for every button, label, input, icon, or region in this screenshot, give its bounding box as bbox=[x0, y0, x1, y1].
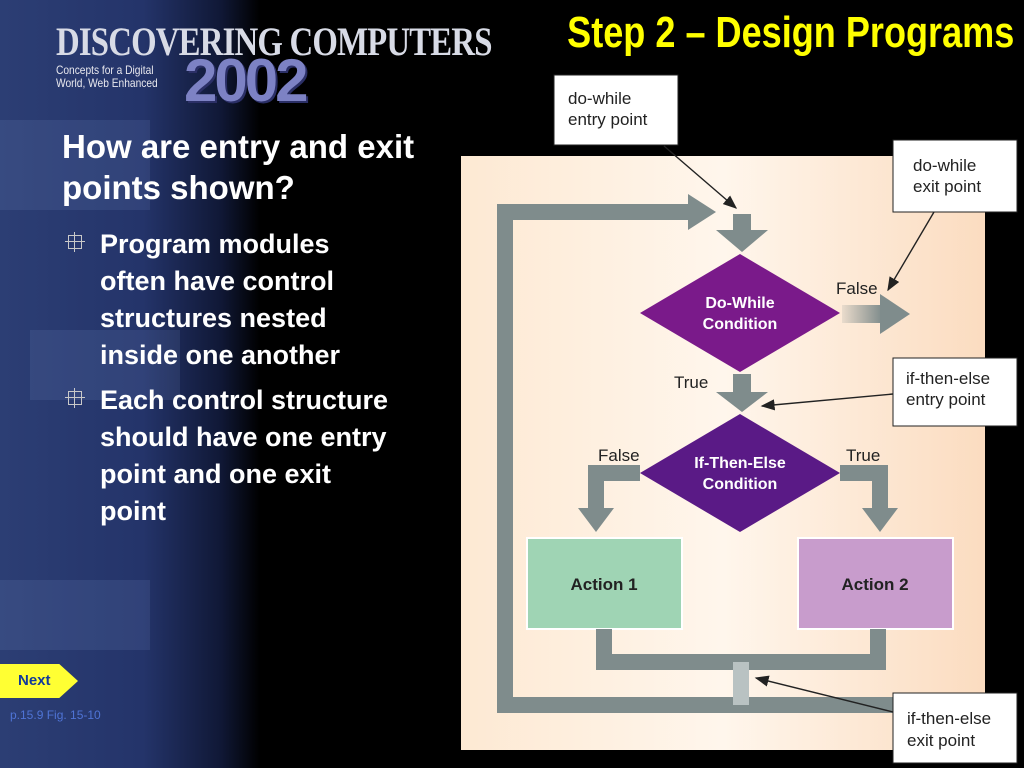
brand-year: 2002 bbox=[184, 47, 308, 114]
loop-arrowhead bbox=[688, 194, 716, 230]
true-arrow-head bbox=[716, 392, 768, 412]
false-branch-line bbox=[588, 465, 640, 510]
callout-box bbox=[553, 74, 679, 146]
true-branch-arrowhead bbox=[862, 508, 898, 532]
callout-line: entry point bbox=[568, 110, 648, 129]
callout-box bbox=[892, 357, 1018, 427]
bullet-item: Program modules often have control struc… bbox=[62, 226, 392, 374]
next-button[interactable]: Next bbox=[0, 664, 78, 698]
left-decorative-panel bbox=[0, 0, 260, 768]
callout-line: do-while bbox=[568, 89, 631, 108]
callout-line: entry point bbox=[906, 390, 986, 409]
do-while-label-line1: Do-While bbox=[705, 295, 774, 312]
bullet-icon bbox=[65, 388, 85, 408]
do-while-true-label: True bbox=[674, 373, 708, 392]
loop-back-line bbox=[497, 212, 982, 713]
callout-box bbox=[892, 139, 1018, 213]
slide-title: Step 2 – Design Programs bbox=[566, 8, 1014, 57]
action-2-box bbox=[797, 537, 954, 630]
page-reference: p.15.9 Fig. 15-10 bbox=[10, 708, 101, 722]
entry-arrow-head bbox=[716, 230, 768, 252]
callout-if-else-exit: if-then-else exit point bbox=[892, 692, 1018, 764]
true-arrow-shaft bbox=[733, 374, 751, 394]
decor-block bbox=[0, 580, 150, 650]
brand-subtitle: Concepts for a Digital World, Web Enhanc… bbox=[56, 63, 158, 90]
callout-do-while-entry: do-while entry point bbox=[553, 74, 679, 146]
false-exit-shaft bbox=[842, 305, 882, 323]
bullet-text: Program modules often have control struc… bbox=[100, 229, 341, 370]
if-else-label-line2: Condition bbox=[703, 476, 778, 493]
callout-line: exit point bbox=[907, 731, 975, 750]
if-else-false-label: False bbox=[598, 446, 640, 465]
bullet-text: Each control structure should have one e… bbox=[100, 385, 389, 526]
if-then-else-diamond bbox=[640, 414, 840, 532]
bullet-item: Each control structure should have one e… bbox=[62, 382, 392, 530]
do-while-label-line2: Condition bbox=[703, 316, 778, 333]
if-else-true-label: True bbox=[846, 446, 880, 465]
if-else-label-line1: If-Then-Else bbox=[694, 455, 786, 472]
pointer-if-else-exit bbox=[754, 675, 894, 713]
callout-line: exit point bbox=[913, 177, 981, 196]
callout-if-else-entry: if-then-else entry point bbox=[892, 357, 1018, 427]
action-1-box bbox=[526, 537, 683, 630]
callout-box bbox=[892, 692, 1018, 764]
decor-block bbox=[30, 330, 180, 400]
callout-line: if-then-else bbox=[906, 369, 990, 388]
bullet-list: Program modules often have control struc… bbox=[62, 226, 392, 538]
entry-arrow-shaft bbox=[733, 214, 751, 232]
action-2-label: Action 2 bbox=[841, 575, 908, 594]
slide-subtitle: How are entry and exit points shown? bbox=[62, 128, 415, 206]
callout-line: if-then-else bbox=[907, 709, 991, 728]
brand-title: DISCOVERING COMPUTERS bbox=[56, 19, 492, 64]
bullet-icon bbox=[65, 232, 85, 252]
pointer-if-else-entry bbox=[760, 393, 894, 411]
action-1-label: Action 1 bbox=[570, 575, 637, 594]
pointer-do-while-exit bbox=[887, 211, 935, 292]
true-branch-line bbox=[840, 465, 888, 510]
do-while-false-label: False bbox=[836, 279, 878, 298]
decor-block bbox=[0, 120, 150, 210]
do-while-diamond bbox=[640, 254, 840, 372]
false-exit-arrowhead bbox=[880, 294, 910, 334]
callout-do-while-exit: do-while exit point bbox=[892, 139, 1018, 213]
pointer-do-while-entry bbox=[663, 145, 738, 209]
callout-line: do-while bbox=[913, 156, 976, 175]
brand-logo: DISCOVERING COMPUTERS Concepts for a Dig… bbox=[52, 16, 492, 114]
false-branch-arrowhead bbox=[578, 508, 614, 532]
